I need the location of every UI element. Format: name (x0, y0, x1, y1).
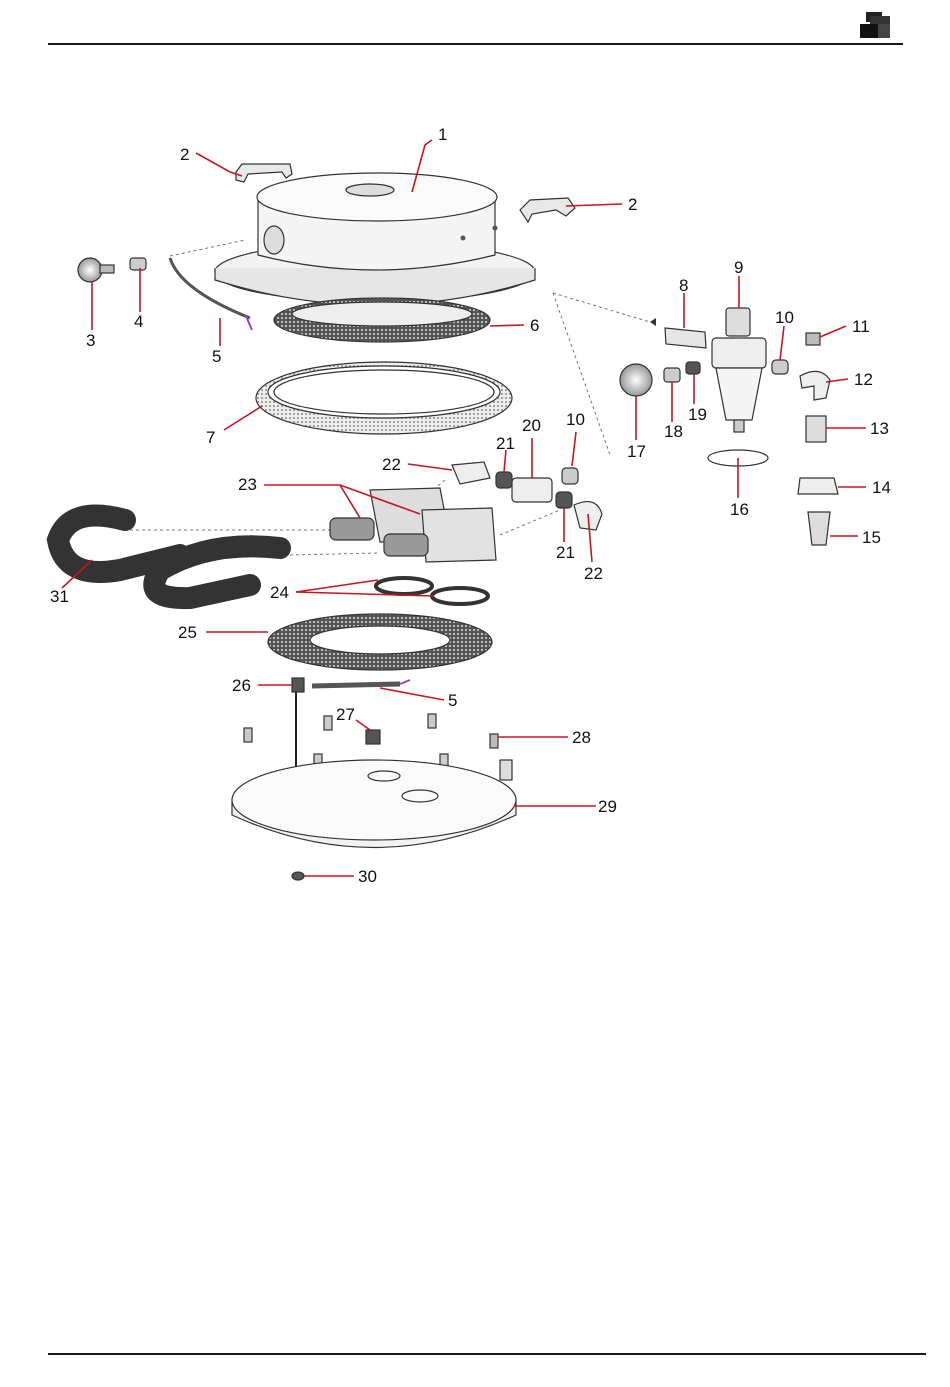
callout-label: 31 (50, 587, 69, 606)
callout-label: 29 (598, 797, 617, 816)
callout-label: 28 (572, 728, 591, 747)
part-fitting-10a (772, 360, 788, 374)
callout-label: 24 (270, 583, 289, 602)
callout-label: 26 (232, 676, 251, 695)
part-fitting-19 (686, 362, 700, 374)
part-gasket-ring (274, 298, 490, 342)
callout-label: 13 (870, 419, 889, 438)
callout-label: 27 (336, 705, 355, 724)
part-fitting-11 (806, 333, 820, 345)
callout-label: 15 (862, 528, 881, 547)
part-fitting-21b (556, 492, 572, 508)
part-elbow-12 (800, 371, 830, 400)
callout-label: 1 (438, 125, 447, 144)
part-gauge-small (78, 258, 114, 282)
callout-label: 11 (852, 317, 870, 336)
callout-label: 10 (566, 410, 585, 429)
part-gasket-24b (432, 588, 488, 604)
callout-label: 20 (522, 416, 541, 435)
callout-label: 9 (734, 258, 743, 277)
callout-label: 21 (496, 434, 515, 453)
part-plug-27 (366, 730, 380, 744)
part-fitting-26 (292, 678, 304, 692)
callout-label: 18 (664, 422, 683, 441)
callout-label: 5 (448, 691, 457, 710)
part-sealing-ring (268, 614, 492, 670)
part-filter-regulator (712, 308, 766, 432)
part-gauge-17 (620, 364, 652, 396)
part-base-plate (232, 760, 516, 848)
callout-label: 25 (178, 623, 197, 642)
part-hose-barb-15 (808, 512, 830, 545)
callout-label: 22 (584, 564, 603, 583)
callout-label: 17 (627, 442, 646, 461)
callout-label: 10 (775, 308, 794, 327)
callout-label: 7 (206, 428, 215, 447)
callout-label: 16 (730, 500, 749, 519)
part-tube-lower (312, 684, 400, 686)
callout-label: 21 (556, 543, 575, 562)
part-coupler-14 (798, 478, 838, 494)
callout-label: 30 (358, 867, 377, 886)
callout-label: 2 (180, 145, 189, 164)
part-filter-band (256, 362, 512, 434)
part-lid (215, 173, 535, 305)
part-fitting-small (130, 258, 146, 270)
callout-label: 4 (134, 312, 143, 331)
part-pipe-nipple (650, 318, 706, 348)
part-valve-blocks (330, 488, 496, 562)
part-handle-right (520, 198, 575, 222)
part-fitting-18 (664, 368, 680, 382)
part-tee-20 (512, 478, 552, 502)
callout-label: 14 (872, 478, 891, 497)
part-gasket-24a (376, 578, 432, 594)
callout-label: 23 (238, 475, 257, 494)
part-hose-31b (154, 546, 280, 598)
callout-label: 8 (679, 276, 688, 295)
callout-label: 19 (688, 405, 707, 424)
callout-label: 12 (854, 370, 873, 389)
part-handle-left (236, 164, 292, 182)
callout-label: 2 (628, 195, 637, 214)
part-fitting-21a (496, 472, 512, 488)
part-elbow-22a (452, 462, 490, 484)
part-valve-13 (806, 416, 826, 442)
part-standoff-28 (490, 734, 498, 748)
callout-label: 22 (382, 455, 401, 474)
callout-label: 6 (530, 316, 539, 335)
callout-label: 5 (212, 347, 221, 366)
part-fitting-10b (562, 468, 578, 484)
part-nut-30 (292, 872, 304, 880)
callout-label: 3 (86, 331, 95, 350)
